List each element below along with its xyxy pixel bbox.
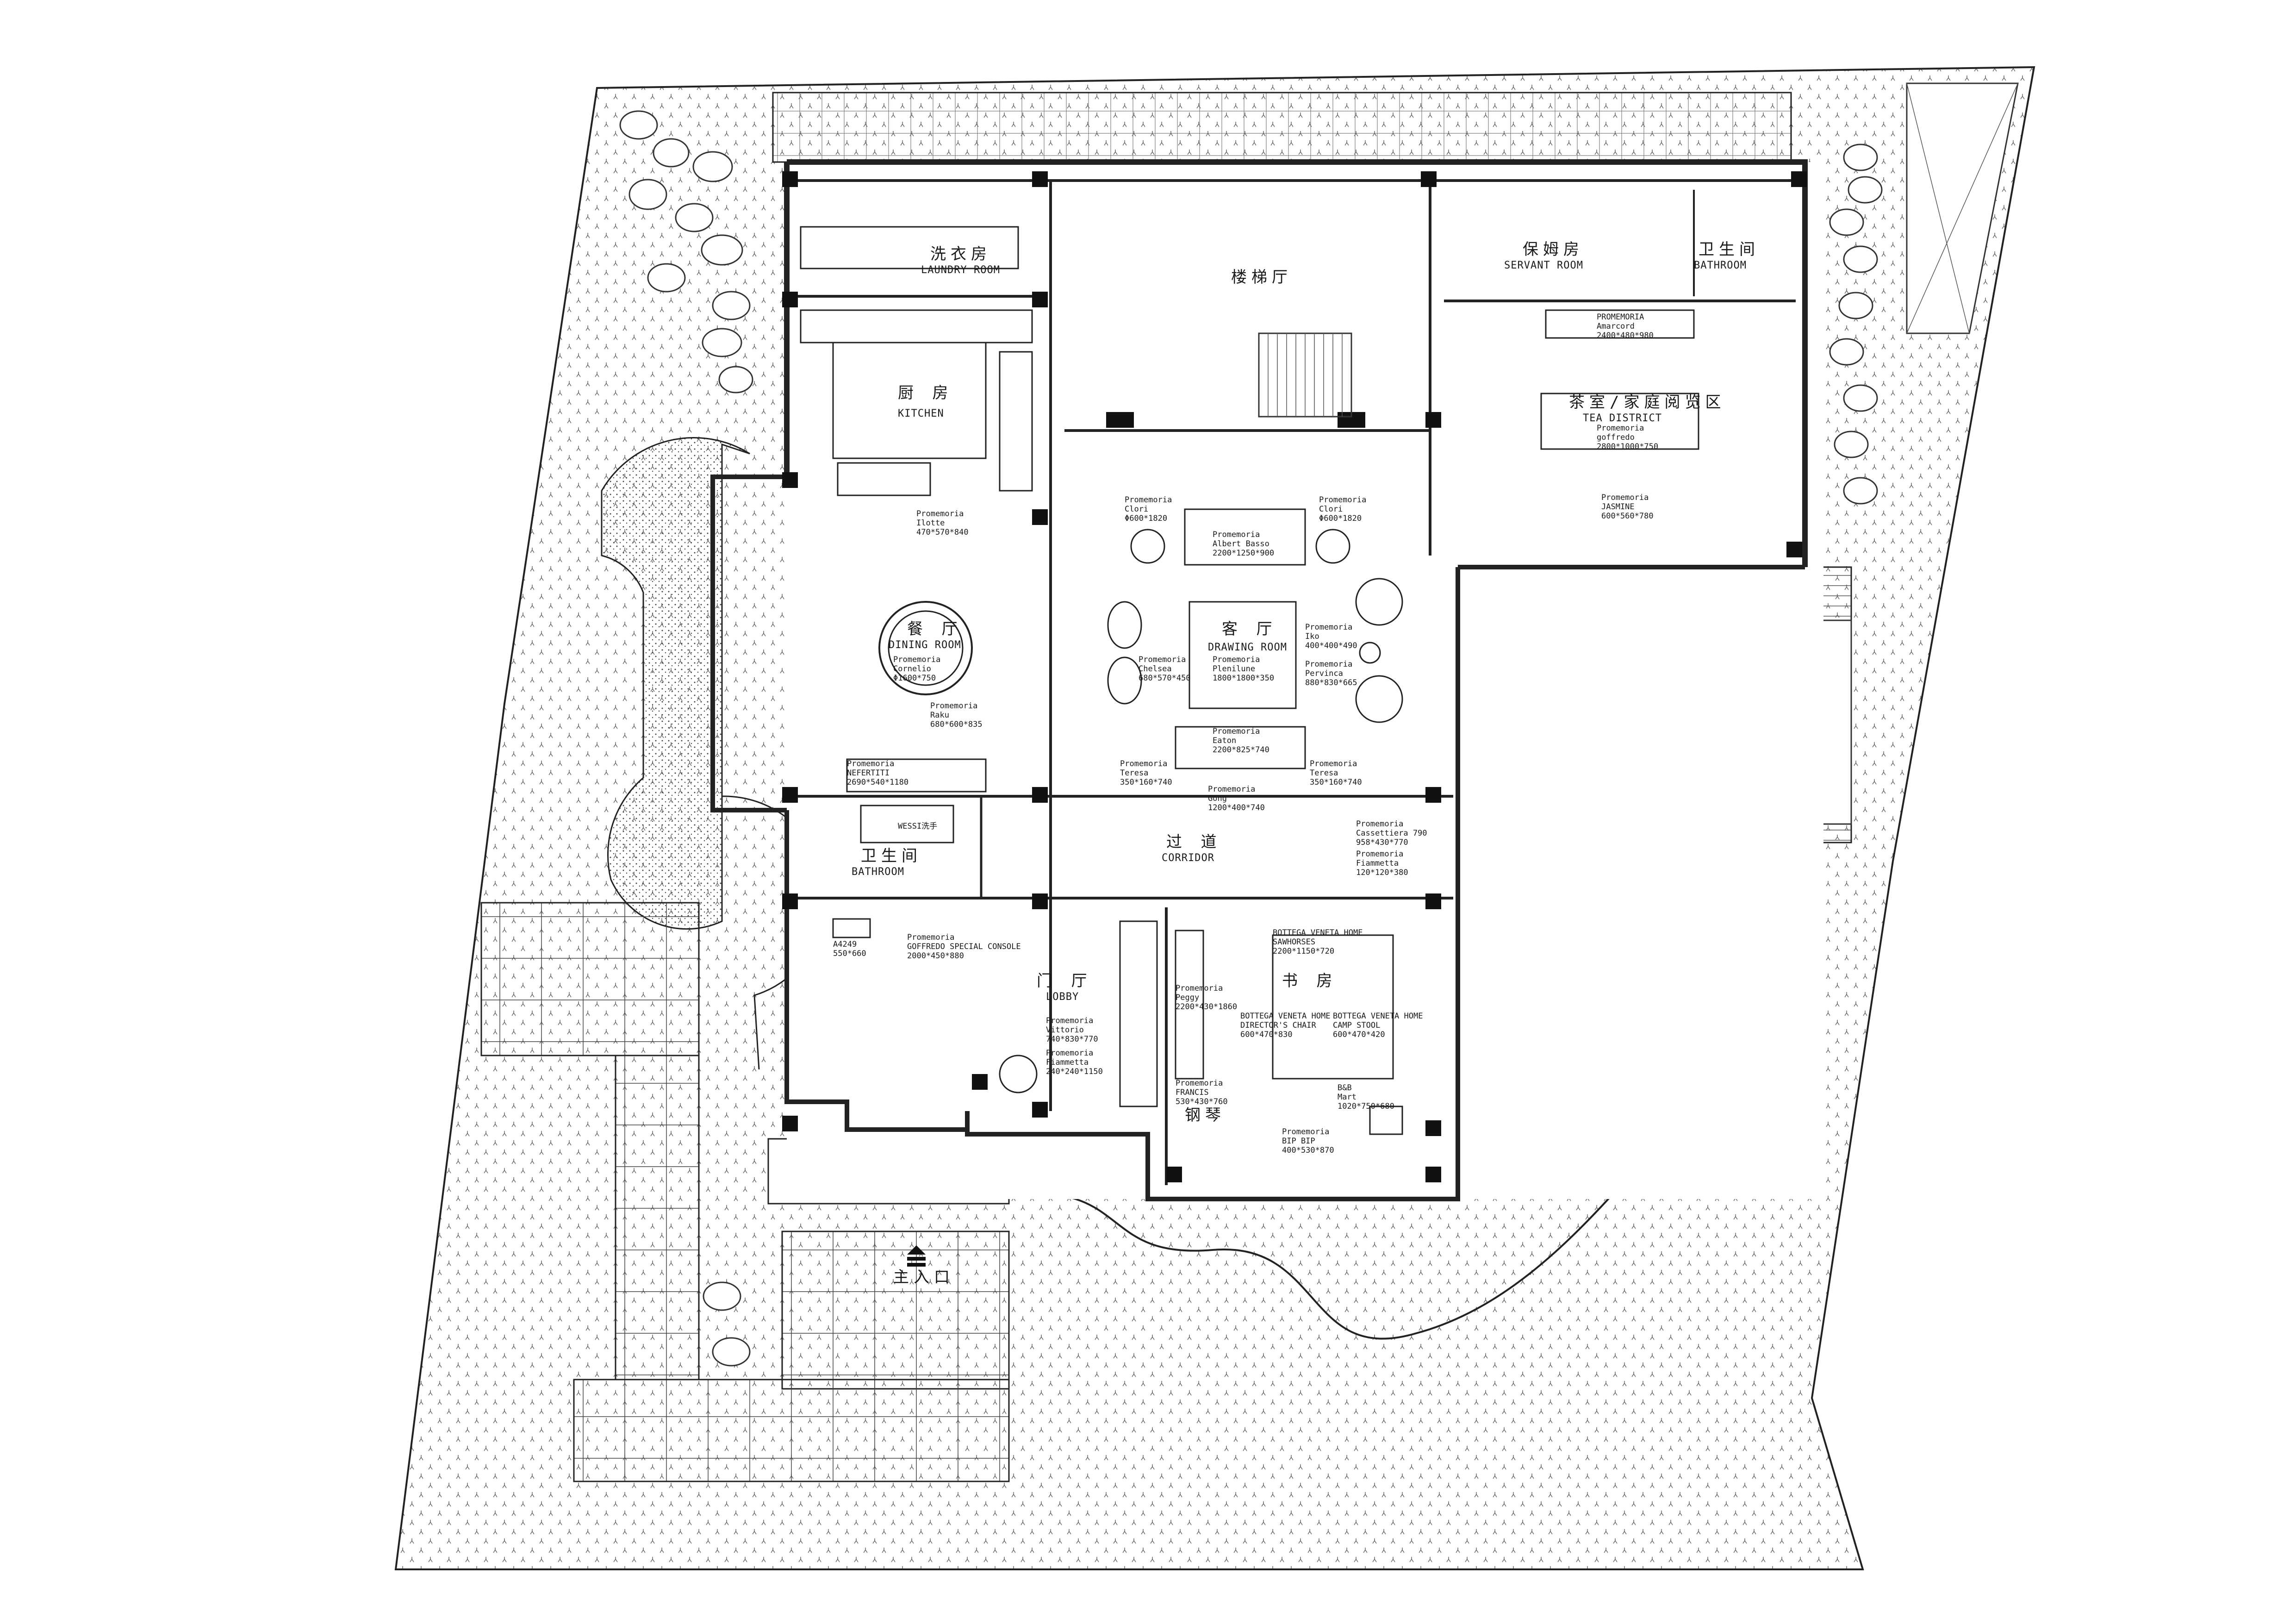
kitchen-en: KITCHEN [898,408,944,419]
tea-zh: 茶室/家庭阅览区 [1569,393,1725,412]
lobby-en: LOBBY [1046,991,1079,1003]
entrance-zh: 主入口 [893,1268,954,1287]
servant-en: SERVANT ROOM [1504,260,1583,271]
bath-low-zh: 卫生间 [861,847,922,865]
servant-zh: 保姆房 [1523,240,1584,259]
furniture-symbols [800,226,1699,1135]
corridor-en: CORRIDOR [1162,852,1214,864]
staircase [1258,332,1352,418]
laundry-en: LAUNDRY ROOM [921,264,1000,276]
bath-top-en: BATHROOM [1694,260,1747,271]
lawn-path [1018,999,1787,1340]
dining-en: DINING ROOM [889,639,961,651]
room-labels: 洗衣房 LAUNDRY ROOM 楼梯厅 保姆房 SERVANT ROOM 卫生… [852,240,1760,1287]
bath-top-zh: 卫生间 [1699,240,1760,259]
stair-zh: 楼梯厅 [1231,268,1292,287]
dining-zh: 餐 厅 [907,620,962,638]
drawing-zh: 客 厅 [1222,620,1276,638]
laundry-zh: 洗衣房 [930,245,991,263]
piano-zh: 钢琴 [1185,1106,1226,1124]
study-zh: 书 房 [1282,972,1337,990]
lobby-zh: 门 厅 [1037,972,1091,990]
wash-label: WESSI洗手 [898,822,937,831]
stepping-stones [619,110,753,1367]
kitchen-zh: 厨 房 [898,384,952,402]
entry-arrow-icon [907,1245,926,1267]
bath-low-en: BATHROOM [852,866,904,878]
top-terrace [772,92,1792,163]
stepping-stones-right [1829,144,1883,505]
tea-en: TEA DISTRICT [1583,412,1662,424]
drawing-en: DRAWING ROOM [1208,642,1287,653]
corridor-zh: 过 道 [1166,833,1221,851]
